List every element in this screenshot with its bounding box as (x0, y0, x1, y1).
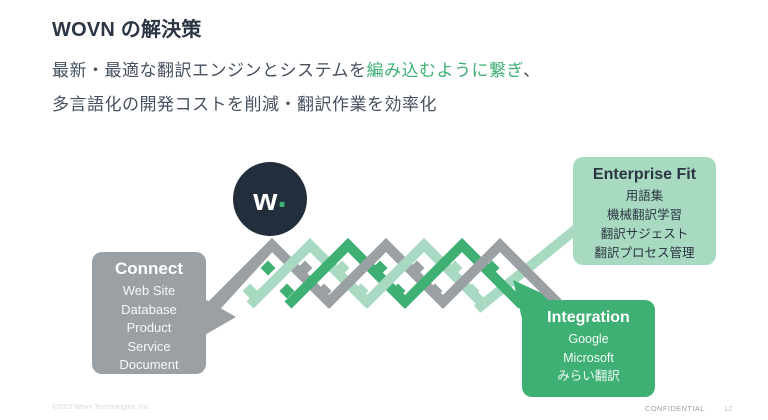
lead-line-1-plain: 最新・最適な翻訳エンジンとシステムを (52, 61, 367, 80)
lead-line-1-comma: 、 (523, 61, 541, 80)
confidential-label: CONFIDENTIAL (645, 404, 705, 413)
enterprise-fit-item: 機械翻訳学習 (606, 208, 682, 222)
page-title: WOVN の解決策 (52, 19, 202, 41)
lead-text: 最新・最適な翻訳エンジンとシステムを編み込むように繋ぎ、 多言語化の開発コストを… (52, 54, 541, 122)
connect-box-title: Connect (115, 259, 183, 278)
connect-item: Product (126, 320, 172, 335)
connect-item: Database (121, 301, 177, 317)
enterprise-fit-item: 用語集 (625, 189, 664, 203)
lead-line-2: 多言語化の開発コストを削減・翻訳作業を効率化 (52, 95, 437, 114)
weave-chevrons (208, 237, 562, 309)
page-number: 12 (724, 404, 733, 413)
lead-line-1-highlight: 編み込むように繋ぎ (366, 61, 524, 80)
copyright-text: ©2022 Wovn Technologies, Inc. (52, 404, 151, 411)
connect-item: Web Site (122, 283, 176, 298)
enterprise-fit-item: 翻訳プロセス管理 (594, 246, 695, 260)
enterprise-fit-item: 翻訳サジェスト (600, 227, 689, 241)
integration-box: Integration Google Microsoft みらい翻訳 (522, 300, 655, 397)
enterprise-connector-line (473, 218, 589, 313)
connect-box: Connect Web Site Database Product Servic… (92, 252, 206, 374)
wovn-logo-letter: w (253, 181, 278, 217)
integration-item: みらい翻訳 (557, 369, 620, 383)
enterprise-fit-box: Enterprise Fit 用語集 機械翻訳学習 翻訳サジェスト 翻訳プロセス… (573, 157, 716, 265)
connect-item: Service (127, 338, 171, 354)
integration-item: Microsoft (563, 350, 614, 365)
connect-item: Document (119, 357, 179, 372)
enterprise-fit-box-title: Enterprise Fit (592, 166, 697, 183)
wovn-logo: w. (233, 162, 307, 236)
integration-item: Google (568, 332, 609, 346)
integration-box-title: Integration (547, 309, 630, 326)
lead-line-1: 最新・最適な翻訳エンジンとシステムを編み込むように繋ぎ、 (52, 54, 541, 88)
wovn-logo-dot: . (277, 177, 287, 215)
